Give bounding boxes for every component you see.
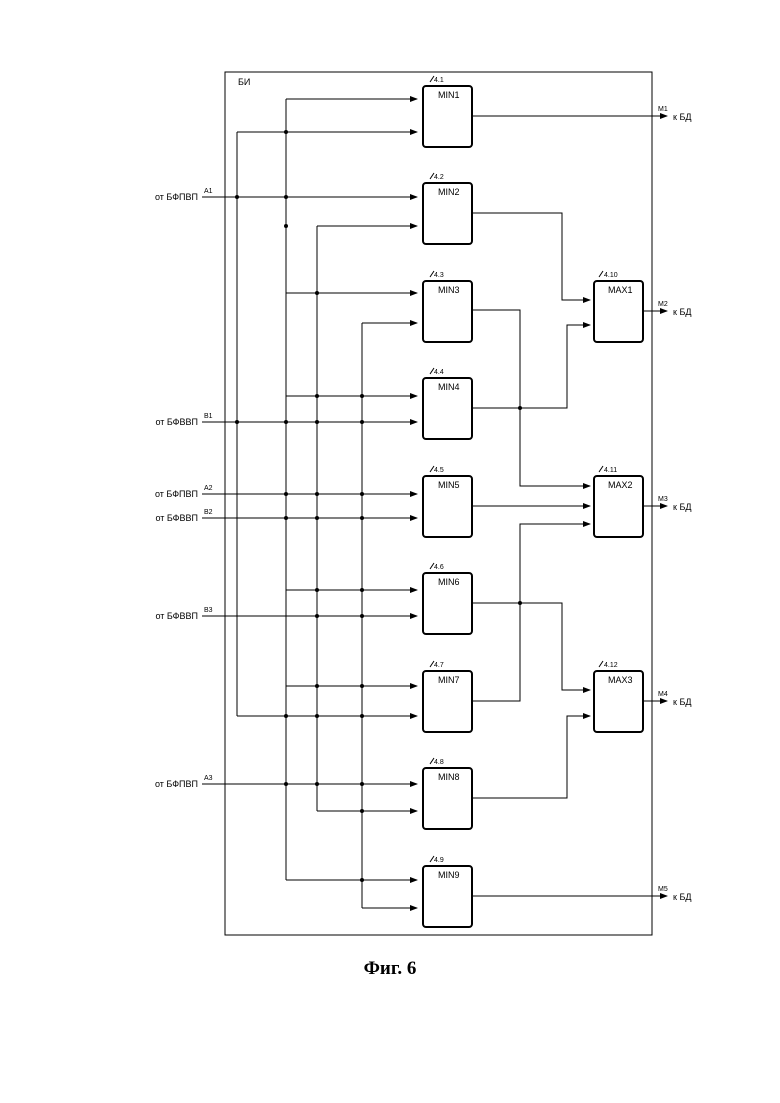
input-signal: B1: [204, 413, 213, 420]
input-source: от БФВВП: [155, 513, 198, 523]
block-label: MIN2: [438, 187, 460, 197]
block-number: 4.5: [434, 467, 444, 474]
block-min9: 4.9 MIN9: [423, 856, 472, 927]
figure-caption: Фиг. 6: [0, 958, 780, 980]
block-max3: 4.12 MAX3: [594, 661, 643, 732]
output-m2: M2 к БД: [658, 301, 691, 317]
block-label: MIN3: [438, 285, 460, 295]
block-number: 4.8: [434, 759, 444, 766]
block-label: MIN5: [438, 480, 460, 490]
block-label: MIN7: [438, 675, 460, 685]
block-label: MIN8: [438, 772, 460, 782]
output-dest: к БД: [673, 892, 691, 902]
input-signal: A1: [204, 188, 213, 195]
input-signal: B2: [204, 509, 213, 516]
block-number: 4.4: [434, 369, 444, 376]
input-b3: от БФВВП B3: [155, 607, 212, 621]
output-dest: к БД: [673, 697, 691, 707]
output-signal: M1: [658, 106, 668, 113]
block-min4: 4.4 MIN4: [423, 368, 472, 439]
block-label: MIN4: [438, 382, 460, 392]
input-a3: от БФПВП A3: [155, 775, 213, 789]
block-number: 4.6: [434, 564, 444, 571]
output-dest: к БД: [673, 112, 691, 122]
block-min5: 4.5 MIN5: [423, 466, 472, 537]
block-label: MIN6: [438, 577, 460, 587]
output-dest: к БД: [673, 502, 691, 512]
input-a1: от БФПВП A1: [155, 188, 213, 202]
output-signal: M3: [658, 496, 668, 503]
block-label: MAX1: [608, 285, 633, 295]
output-signal: M5: [658, 886, 668, 893]
output-dest: к БД: [673, 307, 691, 317]
block-max2: 4.11 MAX2: [594, 466, 643, 537]
block-label: MIN1: [438, 90, 460, 100]
block-number: 4.3: [434, 272, 444, 279]
block-number: 4.1: [434, 77, 444, 84]
block-number: 4.9: [434, 857, 444, 864]
input-a2: от БФПВП A2: [155, 485, 213, 499]
input-source: от БФПВП: [155, 779, 198, 789]
block-min3: 4.3 MIN3: [423, 271, 472, 342]
block-number: 4.2: [434, 174, 444, 181]
output-signal: M2: [658, 301, 668, 308]
block-label: MAX2: [608, 480, 633, 490]
bi-frame-title: БИ: [238, 77, 250, 87]
block-number: 4.7: [434, 662, 444, 669]
input-source: от БФВВП: [155, 417, 198, 427]
block-min6: 4.6 MIN6: [423, 563, 472, 634]
input-b2: от БФВВП B2: [155, 509, 212, 523]
output-m4: M4 к БД: [658, 691, 691, 707]
block-label: MIN9: [438, 870, 460, 880]
output-signal: M4: [658, 691, 668, 698]
input-b1: от БФВВП B1: [155, 413, 212, 427]
block-max1: 4.10 MAX1: [594, 271, 643, 342]
input-signal: A3: [204, 775, 213, 782]
input-source: от БФВВП: [155, 611, 198, 621]
input-signal: A2: [204, 485, 213, 492]
output-m3: M3 к БД: [658, 496, 691, 512]
input-source: от БФПВП: [155, 192, 198, 202]
block-number: 4.11: [604, 467, 617, 474]
block-number: 4.10: [604, 272, 618, 279]
block-min7: 4.7 MIN7: [423, 661, 472, 732]
input-signal: B3: [204, 607, 213, 614]
output-m1: M1 к БД: [658, 106, 691, 122]
output-m5: M5 к БД: [658, 886, 691, 902]
block-min1: 4.1 MIN1: [423, 76, 472, 147]
block-label: MAX3: [608, 675, 633, 685]
block-min2: 4.2 MIN2: [423, 173, 472, 244]
block-min8: 4.8 MIN8: [423, 758, 472, 829]
block-number: 4.12: [604, 662, 618, 669]
input-source: от БФПВП: [155, 489, 198, 499]
